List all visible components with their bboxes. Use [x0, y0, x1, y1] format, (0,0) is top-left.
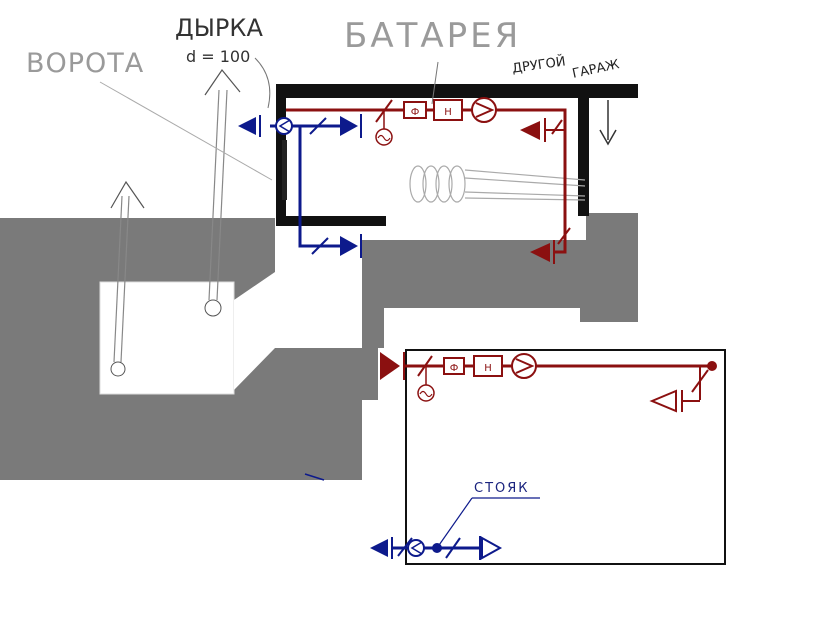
gate-label: ВОРОТА [26, 48, 145, 79]
check-valve-icon [380, 352, 400, 380]
arrow-up-icon [204, 68, 241, 96]
pit-side [234, 272, 275, 390]
battery-pointer [431, 61, 439, 105]
riser-label: СТОЯК [474, 481, 530, 496]
pipe-junction [707, 361, 717, 371]
pump-icon [471, 97, 497, 123]
hole-label: ДЫРКА [175, 14, 263, 42]
valve-icon [551, 119, 563, 135]
thermometer-wave [377, 134, 391, 142]
room-box [405, 349, 726, 565]
pipe-end-2 [204, 299, 222, 317]
vent-pipe-1b [120, 195, 130, 363]
ground-area-right [362, 213, 638, 348]
valve-icon [309, 117, 327, 135]
pump-label: Н [444, 107, 452, 118]
check-valve-outline-icon [481, 536, 503, 560]
check-valve-icon [340, 236, 358, 256]
pump-icon [511, 353, 537, 379]
check-valve-icon [530, 243, 550, 262]
wall-right [578, 84, 589, 216]
pump-box-icon [473, 355, 503, 377]
hole-pointer [254, 57, 271, 109]
diameter-label: d = 100 [186, 47, 251, 66]
check-valve-icon [340, 116, 358, 136]
filter-label: Ф [411, 107, 420, 118]
arrow-down-icon [599, 129, 617, 146]
check-valve-icon [238, 117, 256, 135]
filter-icon [443, 357, 465, 375]
vent-pipe-1a [113, 195, 123, 363]
filter-icon [403, 101, 427, 119]
gate-pointer [99, 81, 273, 181]
pump-label: Н [484, 363, 492, 374]
pit-box [99, 281, 235, 395]
wall-left [276, 84, 286, 219]
check-valve-icon [520, 121, 540, 140]
battery-label: БАТАРЕЯ [344, 16, 522, 56]
wall-top [276, 84, 638, 98]
valve-icon [397, 537, 413, 557]
wall-bottom [276, 216, 386, 226]
pipe-end-1 [110, 361, 126, 377]
thermometer-wave [419, 390, 433, 398]
check-valve-outline-icon [649, 389, 677, 413]
radiator-icon [409, 165, 586, 203]
valve-icon [445, 537, 461, 559]
valve-icon [311, 237, 329, 255]
filter-label: Ф [450, 363, 459, 374]
vent-pipe-2a [208, 89, 220, 301]
pump-icon [275, 117, 293, 135]
pump-icon [407, 539, 425, 557]
pump-box-icon [433, 99, 463, 121]
valve-icon [691, 369, 709, 393]
check-valve-icon [370, 539, 388, 557]
stray-mark [304, 473, 325, 481]
riser-pointer [436, 497, 473, 549]
valve-icon [557, 227, 571, 245]
ground-area-mid [360, 348, 378, 480]
vent-pipe-2b [216, 89, 228, 301]
valve-icon [417, 355, 433, 377]
gate-frame [282, 140, 287, 200]
arrow-up-icon [110, 180, 145, 209]
